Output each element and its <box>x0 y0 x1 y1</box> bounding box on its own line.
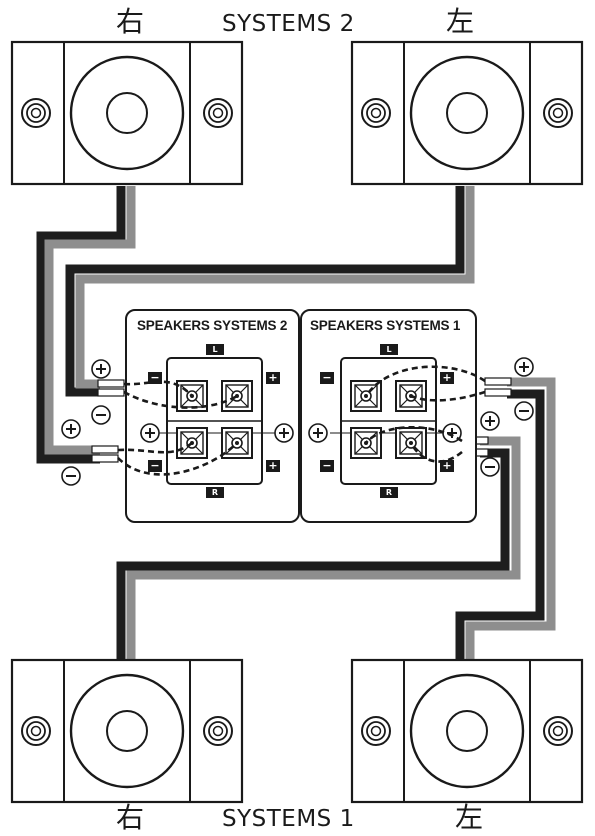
top-right-channel-label: 右 <box>116 5 145 38</box>
panel-1-tab-r: R <box>380 487 398 498</box>
speaker-bottom-right <box>10 658 244 804</box>
top-left-channel-label: 左 <box>446 5 475 38</box>
wire-bottom-right-speaker <box>116 436 521 660</box>
panel-2-plus-top: + <box>266 372 280 384</box>
bottom-systems-title: SYSTEMS 1 <box>222 806 355 832</box>
bottom-right-channel-label: 右 <box>116 801 145 834</box>
panel-2-minus-top: − <box>148 372 162 384</box>
speaker-bottom-left <box>350 658 584 804</box>
panel-speakers-systems-1 <box>300 309 477 523</box>
panel-2-title: SPEAKERS SYSTEMS 2 <box>137 318 288 333</box>
panel-1-title: SPEAKERS SYSTEMS 1 <box>310 318 461 333</box>
bottom-left-channel-label: 左 <box>455 801 484 834</box>
speaker-top-right <box>10 40 244 186</box>
wire-top-left-speaker <box>65 186 475 397</box>
panel-1-tab-l: L <box>380 344 398 355</box>
panel-2-minus-bottom: − <box>148 460 162 472</box>
wire-top-right-speaker <box>36 186 136 464</box>
wires <box>36 186 556 660</box>
panel-1-plus-top: + <box>440 372 454 384</box>
panel-2-tab-l: L <box>206 344 224 355</box>
panel-1-minus-top: − <box>320 372 334 384</box>
panel-2-plus-bottom: + <box>266 460 280 472</box>
wire-bottom-left-speaker <box>455 377 556 660</box>
top-systems-title: SYSTEMS 2 <box>222 11 355 37</box>
panel-1-minus-bottom: − <box>320 460 334 472</box>
panel-2-tab-r: R <box>206 487 224 498</box>
speaker-top-left <box>350 40 584 186</box>
panel-1-plus-bottom: + <box>440 460 454 472</box>
panel-speakers-systems-2 <box>125 309 300 523</box>
